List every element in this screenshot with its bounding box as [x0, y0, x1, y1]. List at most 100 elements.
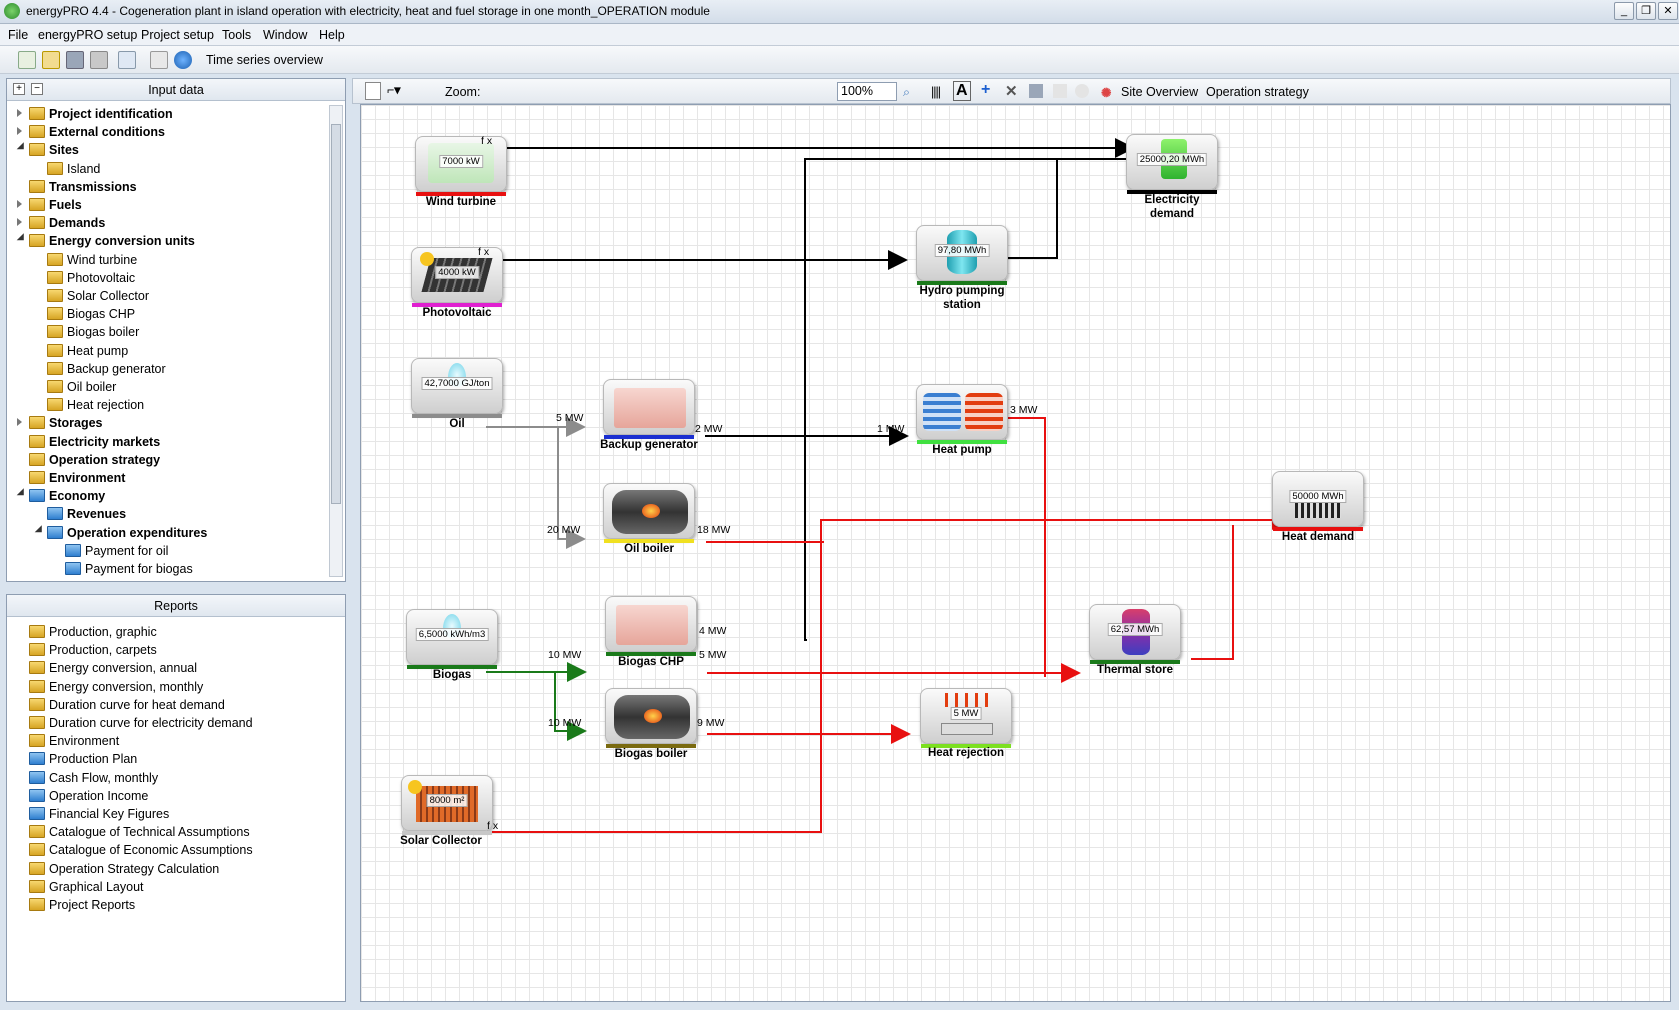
input-tree-item[interactable]: Fuels [7, 196, 327, 214]
connector-icon[interactable]: ⌐▾ [387, 83, 401, 97]
node-photovoltaic[interactable]: 4000 kW [411, 247, 503, 307]
node-solar-collector[interactable]: 8000 m² [401, 775, 493, 835]
node-heat-pump[interactable] [916, 384, 1008, 444]
node-wind-turbine[interactable]: 7000 kW [415, 136, 507, 196]
copy-icon[interactable] [1053, 84, 1067, 98]
expand-arrow-icon[interactable] [17, 418, 22, 427]
input-tree-item[interactable]: Economy [7, 487, 327, 505]
zoom-input[interactable]: 100% [837, 82, 897, 101]
input-tree-item[interactable]: External conditions [7, 123, 327, 141]
report-item[interactable]: Duration curve for electricity demand [7, 714, 327, 732]
node-thermal-store[interactable]: 62,57 MWh [1089, 604, 1181, 664]
add-icon[interactable]: + [981, 81, 991, 98]
report-item[interactable]: Production, graphic [7, 623, 327, 641]
report-item[interactable]: Financial Key Figures [7, 805, 327, 823]
menu-tools[interactable]: Tools [222, 28, 252, 42]
minimize-button[interactable]: _ [1614, 2, 1634, 20]
input-tree-item[interactable]: Photovoltaic [7, 269, 327, 287]
node-oil[interactable]: 42,7000 GJ/ton [411, 358, 503, 418]
expand-arrow-icon[interactable] [17, 200, 22, 208]
report-item[interactable]: Catalogue of Economic Assumptions [7, 841, 327, 859]
time-series-overview[interactable]: Time series overview [206, 53, 323, 67]
input-tree-item[interactable]: Operation expenditures [7, 524, 327, 542]
input-tree-item[interactable]: Wind turbine [7, 251, 327, 269]
node-backup-generator[interactable] [603, 379, 695, 439]
input-tree-item[interactable]: Operation strategy [7, 451, 327, 469]
report-item[interactable]: Production, carpets [7, 641, 327, 659]
menu-energypro-setup[interactable]: energyPRO setup [38, 28, 138, 42]
collapse-arrow-icon[interactable] [16, 233, 28, 245]
node-heat-demand[interactable]: 50000 MWh [1272, 471, 1364, 531]
input-tree-item[interactable]: Environment [7, 469, 327, 487]
report-item[interactable]: Graphical Layout [7, 878, 327, 896]
expand-arrow-icon[interactable] [17, 218, 22, 227]
paste-icon[interactable] [1075, 84, 1089, 98]
report-item[interactable]: Energy conversion, annual [7, 659, 327, 677]
save-layout-icon[interactable] [1029, 84, 1043, 98]
new-icon[interactable] [18, 51, 36, 69]
restore-button[interactable]: ❐ [1636, 2, 1656, 20]
delete-icon[interactable]: ✕ [1005, 83, 1018, 100]
menu-help[interactable]: Help [319, 28, 345, 42]
diagram-canvas[interactable]: 7000 kW Wind turbine 4000 kW Photovoltai… [360, 104, 1671, 1002]
input-tree-item[interactable]: Biogas CHP [7, 305, 327, 323]
expand-arrow-icon[interactable] [17, 127, 22, 136]
globe-icon[interactable] [174, 51, 192, 69]
zoom-icon[interactable]: ⌕ [903, 85, 911, 99]
list-icon[interactable] [118, 51, 136, 69]
input-tree-item[interactable]: Energy conversion units [7, 232, 327, 250]
save-icon[interactable] [66, 51, 84, 69]
text-icon[interactable]: A [953, 81, 971, 101]
report-item[interactable]: Catalogue of Technical Assumptions [7, 823, 327, 841]
grid-icon[interactable]: |||| [931, 85, 941, 99]
menu-window[interactable]: Window [263, 28, 308, 42]
expand-all-button[interactable]: + [13, 83, 25, 95]
input-tree-item[interactable]: Electricity markets [7, 433, 327, 451]
report-item[interactable]: Production Plan [7, 750, 327, 768]
input-tree-item[interactable]: Heat pump [7, 342, 327, 360]
input-tree-item[interactable]: Payment for biogas [7, 560, 327, 578]
input-tree-item[interactable]: Island [7, 160, 327, 178]
node-biogas-boiler[interactable] [605, 688, 697, 748]
table-icon[interactable] [150, 51, 168, 69]
collapse-all-button[interactable]: − [31, 83, 43, 95]
input-tree-item[interactable]: Transmissions [7, 178, 327, 196]
collapse-arrow-icon[interactable] [34, 524, 46, 536]
menu-project-setup[interactable]: Project setup [141, 28, 214, 42]
input-tree-item[interactable]: Biogas boiler [7, 323, 327, 341]
close-button[interactable]: ✕ [1658, 2, 1678, 20]
input-tree-item[interactable]: Backup generator [7, 360, 327, 378]
input-tree-item[interactable]: Heat rejection [7, 396, 327, 414]
input-tree-item[interactable]: Solar Collector [7, 287, 327, 305]
node-electricity-demand[interactable]: 25000,20 MWh [1126, 134, 1218, 194]
menu-file[interactable]: File [8, 28, 29, 42]
report-item[interactable]: Operation Strategy Calculation [7, 860, 327, 878]
input-tree-item[interactable]: Payment for oil [7, 542, 327, 560]
node-biogas-chp[interactable] [605, 596, 697, 656]
collapse-arrow-icon[interactable] [16, 488, 28, 499]
input-scrollbar[interactable] [329, 105, 343, 577]
input-tree-item[interactable]: Project identification [7, 105, 327, 123]
input-tree-item[interactable]: Demands [7, 214, 327, 232]
report-item[interactable]: Environment [7, 732, 327, 750]
input-tree-item[interactable]: Sites [7, 141, 327, 159]
node-oil-boiler[interactable] [603, 483, 695, 543]
expand-arrow-icon[interactable] [17, 109, 22, 117]
report-item[interactable]: Project Reports [7, 896, 327, 914]
open-icon[interactable] [42, 51, 60, 69]
operation-strategy-button[interactable]: Operation strategy [1206, 85, 1309, 99]
pointer-icon[interactable] [365, 82, 381, 100]
print-icon[interactable] [90, 51, 108, 69]
input-tree-item[interactable]: Revenues [7, 505, 327, 523]
collapse-arrow-icon[interactable] [16, 142, 28, 154]
node-hydro-pumping-station[interactable]: 97,80 MWh [916, 225, 1008, 285]
node-heat-rejection[interactable]: 5 MW [920, 688, 1012, 748]
input-tree-item[interactable]: Storages [7, 414, 327, 432]
site-overview-button[interactable]: Site Overview [1121, 85, 1199, 99]
report-item[interactable]: Energy conversion, monthly [7, 678, 327, 696]
input-tree-item[interactable]: Oil boiler [7, 378, 327, 396]
report-item[interactable]: Operation Income [7, 787, 327, 805]
node-biogas[interactable]: 6,5000 kWh/m3 [406, 609, 498, 669]
report-item[interactable]: Cash Flow, monthly [7, 769, 327, 787]
report-item[interactable]: Duration curve for heat demand [7, 696, 327, 714]
